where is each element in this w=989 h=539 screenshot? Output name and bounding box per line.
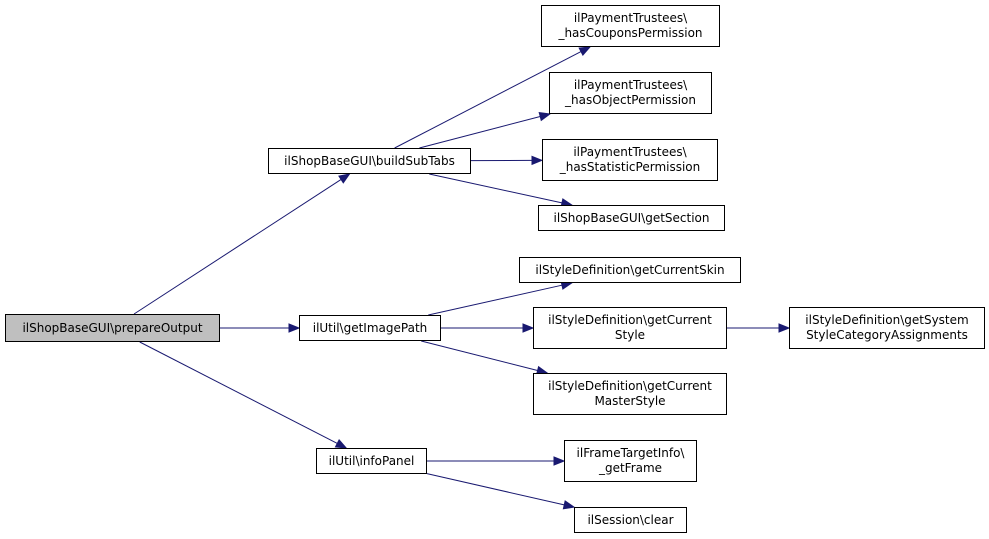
node-label-line-1: ilPaymentTrustees\ [573, 145, 687, 159]
node-label: ilSession\clear [587, 512, 674, 527]
edge-prepare-output-to-get-image-path [220, 323, 301, 333]
node-label-line-2: _hasObjectPermission [564, 93, 696, 107]
node-has-object-permission[interactable]: ilPaymentTrustees\ _hasObjectPermission [549, 72, 712, 114]
edge-arrowhead [338, 173, 351, 184]
node-get-current-master-style[interactable]: ilStyleDefinition\getCurrent MasterStyle [533, 373, 727, 415]
node-label: ilShopBaseGUI\prepareOutput [22, 320, 203, 335]
node-build-sub-tabs[interactable]: ilShopBaseGUI\buildSubTabs [268, 148, 471, 174]
node-label-line-2: _getFrame [598, 461, 663, 475]
edge-build-sub-tabs-to-has-statistic-permission [470, 155, 544, 166]
edge-arrowhead [553, 456, 566, 466]
node-label-line-2: StyleCategoryAssignments [806, 328, 968, 342]
edge-build-sub-tabs-to-has-coupons-permission [394, 46, 592, 149]
node-label-line-2: _hasCouponsPermission [558, 26, 703, 40]
node-label: ilShopBaseGUI\buildSubTabs [284, 153, 455, 168]
edge-get-image-path-to-get-current-master-style [421, 340, 549, 376]
node-label-line-2: _hasStatisticPermission [559, 160, 701, 174]
edge-arrowhead [578, 46, 592, 57]
node-label-line-2: Style [614, 328, 646, 342]
edge-info-panel-to-get-frame [427, 456, 566, 466]
edge-line [394, 51, 582, 149]
edge-arrowhead [538, 112, 552, 122]
edge-line [139, 341, 338, 444]
edge-build-sub-tabs-to-has-object-permission [419, 112, 552, 149]
node-get-current-skin[interactable]: ilStyleDefinition\getCurrentSkin [519, 257, 741, 283]
node-label-line-1: ilStyleDefinition\getSystem [805, 313, 969, 327]
edge-line [426, 473, 565, 506]
edge-arrowhead [531, 155, 544, 166]
node-label: ilUtil\infoPanel [328, 453, 415, 468]
edge-arrowhead [288, 323, 301, 333]
edge-get-image-path-to-get-current-style [441, 323, 535, 333]
edge-get-current-style-to-get-system-style-category-assignments [727, 323, 791, 333]
node-info-panel[interactable]: ilUtil\infoPanel [316, 448, 427, 474]
node-label: ilUtil\getImagePath [312, 320, 428, 335]
node-get-system-style-category-assignments[interactable]: ilStyleDefinition\getSystem StyleCategor… [789, 307, 985, 349]
node-session-clear[interactable]: ilSession\clear [574, 507, 687, 533]
edge-line [429, 173, 563, 204]
edge-line [133, 179, 342, 315]
edge-prepare-output-to-info-panel [139, 341, 348, 449]
edge-line [419, 116, 541, 149]
node-label-line-2: MasterStyle [594, 394, 666, 408]
edge-arrowhead [334, 438, 348, 449]
node-get-frame[interactable]: ilFrameTargetInfo\ _getFrame [564, 440, 697, 482]
node-get-current-style[interactable]: ilStyleDefinition\getCurrent Style [533, 307, 727, 349]
node-get-section[interactable]: ilShopBaseGUI\getSection [538, 205, 725, 231]
node-label: ilStyleDefinition\getCurrentSkin [535, 262, 725, 277]
node-label-line-1: ilPaymentTrustees\ [573, 11, 688, 25]
node-label-line-1: ilStyleDefinition\getCurrent [548, 379, 712, 393]
edge-line [428, 284, 563, 316]
edge-line [421, 340, 538, 372]
node-get-image-path[interactable]: ilUtil\getImagePath [299, 315, 441, 341]
edge-prepare-output-to-build-sub-tabs [133, 173, 351, 315]
node-has-statistic-permission[interactable]: ilPaymentTrustees\ _hasStatisticPermissi… [542, 139, 718, 181]
node-label-line-1: ilFrameTargetInfo\ [576, 446, 685, 460]
node-prepare-output[interactable]: ilShopBaseGUI\prepareOutput [5, 314, 220, 342]
node-has-coupons-permission[interactable]: ilPaymentTrustees\ _hasCouponsPermission [541, 5, 720, 47]
node-label-line-1: ilPaymentTrustees\ [573, 78, 688, 92]
edge-arrowhead [562, 500, 576, 510]
node-label: ilShopBaseGUI\getSection [553, 210, 710, 225]
edge-arrowhead [522, 323, 535, 333]
edge-arrowhead [778, 323, 791, 333]
edge-info-panel-to-session-clear [426, 473, 576, 510]
node-label-line-1: ilStyleDefinition\getCurrent [548, 313, 712, 327]
